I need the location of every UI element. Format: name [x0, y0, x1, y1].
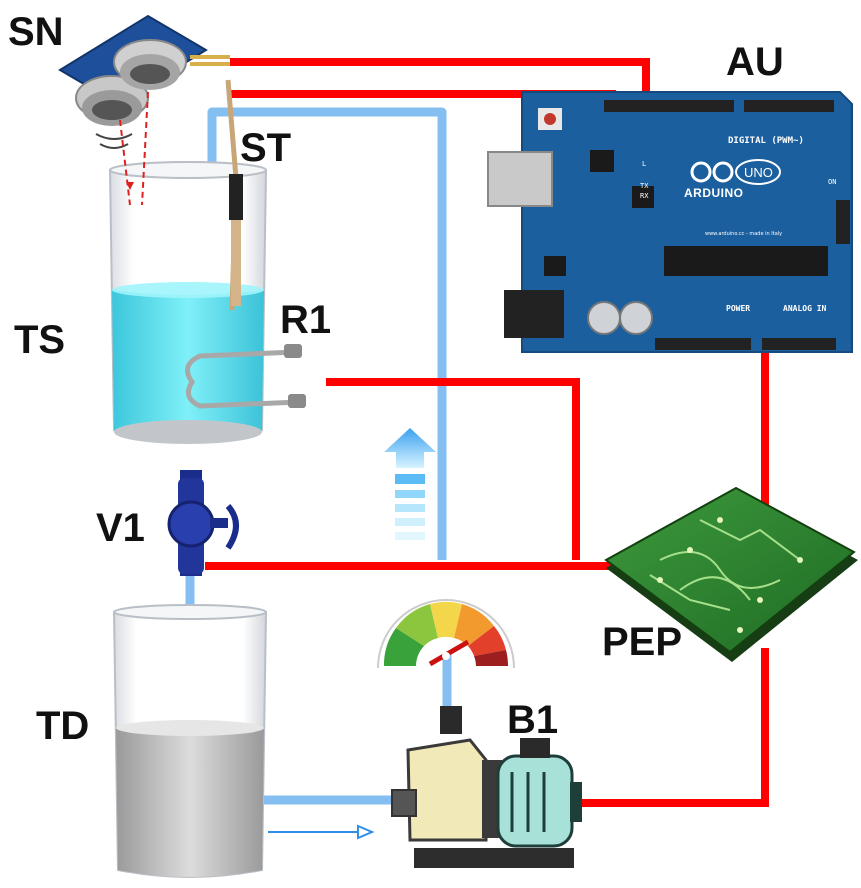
arduino-logo-icon	[690, 159, 781, 185]
drain-tank	[112, 604, 268, 878]
label-v1: V1	[96, 506, 145, 550]
upward-flow-arrow-icon	[384, 428, 436, 540]
label-au: AU	[726, 40, 784, 84]
water-pump-icon	[391, 706, 582, 868]
label-sn: SN	[8, 10, 64, 54]
arduino-board	[487, 91, 853, 353]
arduino-tx-label: TX	[640, 182, 649, 190]
wire-sensor-1	[230, 58, 650, 98]
wire-pep-pump	[576, 648, 769, 807]
heater-element-icon	[185, 349, 301, 409]
arduino-on-label: ON	[828, 178, 837, 186]
label-ts: TS	[14, 318, 66, 362]
arduino-url: www.arduino.cc - made in Italy	[705, 231, 783, 237]
arduino-l-label: L	[642, 160, 647, 168]
arduino-brand: ARDUINO	[684, 186, 744, 200]
arduino-rx-label: RX	[640, 192, 649, 200]
label-st: ST	[240, 126, 292, 170]
label-pep: PEP	[602, 620, 683, 664]
flow-arrow-icon	[268, 824, 375, 840]
ultrasonic-sensor-icon	[58, 14, 230, 206]
label-td: TD	[36, 704, 90, 748]
arduino-analog-header: ANALOG IN	[783, 304, 827, 313]
arduino-digital-header: DIGITAL (PWM~)	[728, 136, 804, 146]
label-r1: R1	[280, 298, 332, 342]
valve-icon	[167, 470, 239, 576]
arduino-power-header: POWER	[726, 304, 751, 313]
arduino-model: UNO	[744, 165, 773, 180]
label-b1: B1	[507, 698, 559, 742]
pressure-gauge-icon	[377, 599, 515, 669]
supply-tank	[108, 79, 306, 444]
wire-heater	[326, 378, 580, 560]
